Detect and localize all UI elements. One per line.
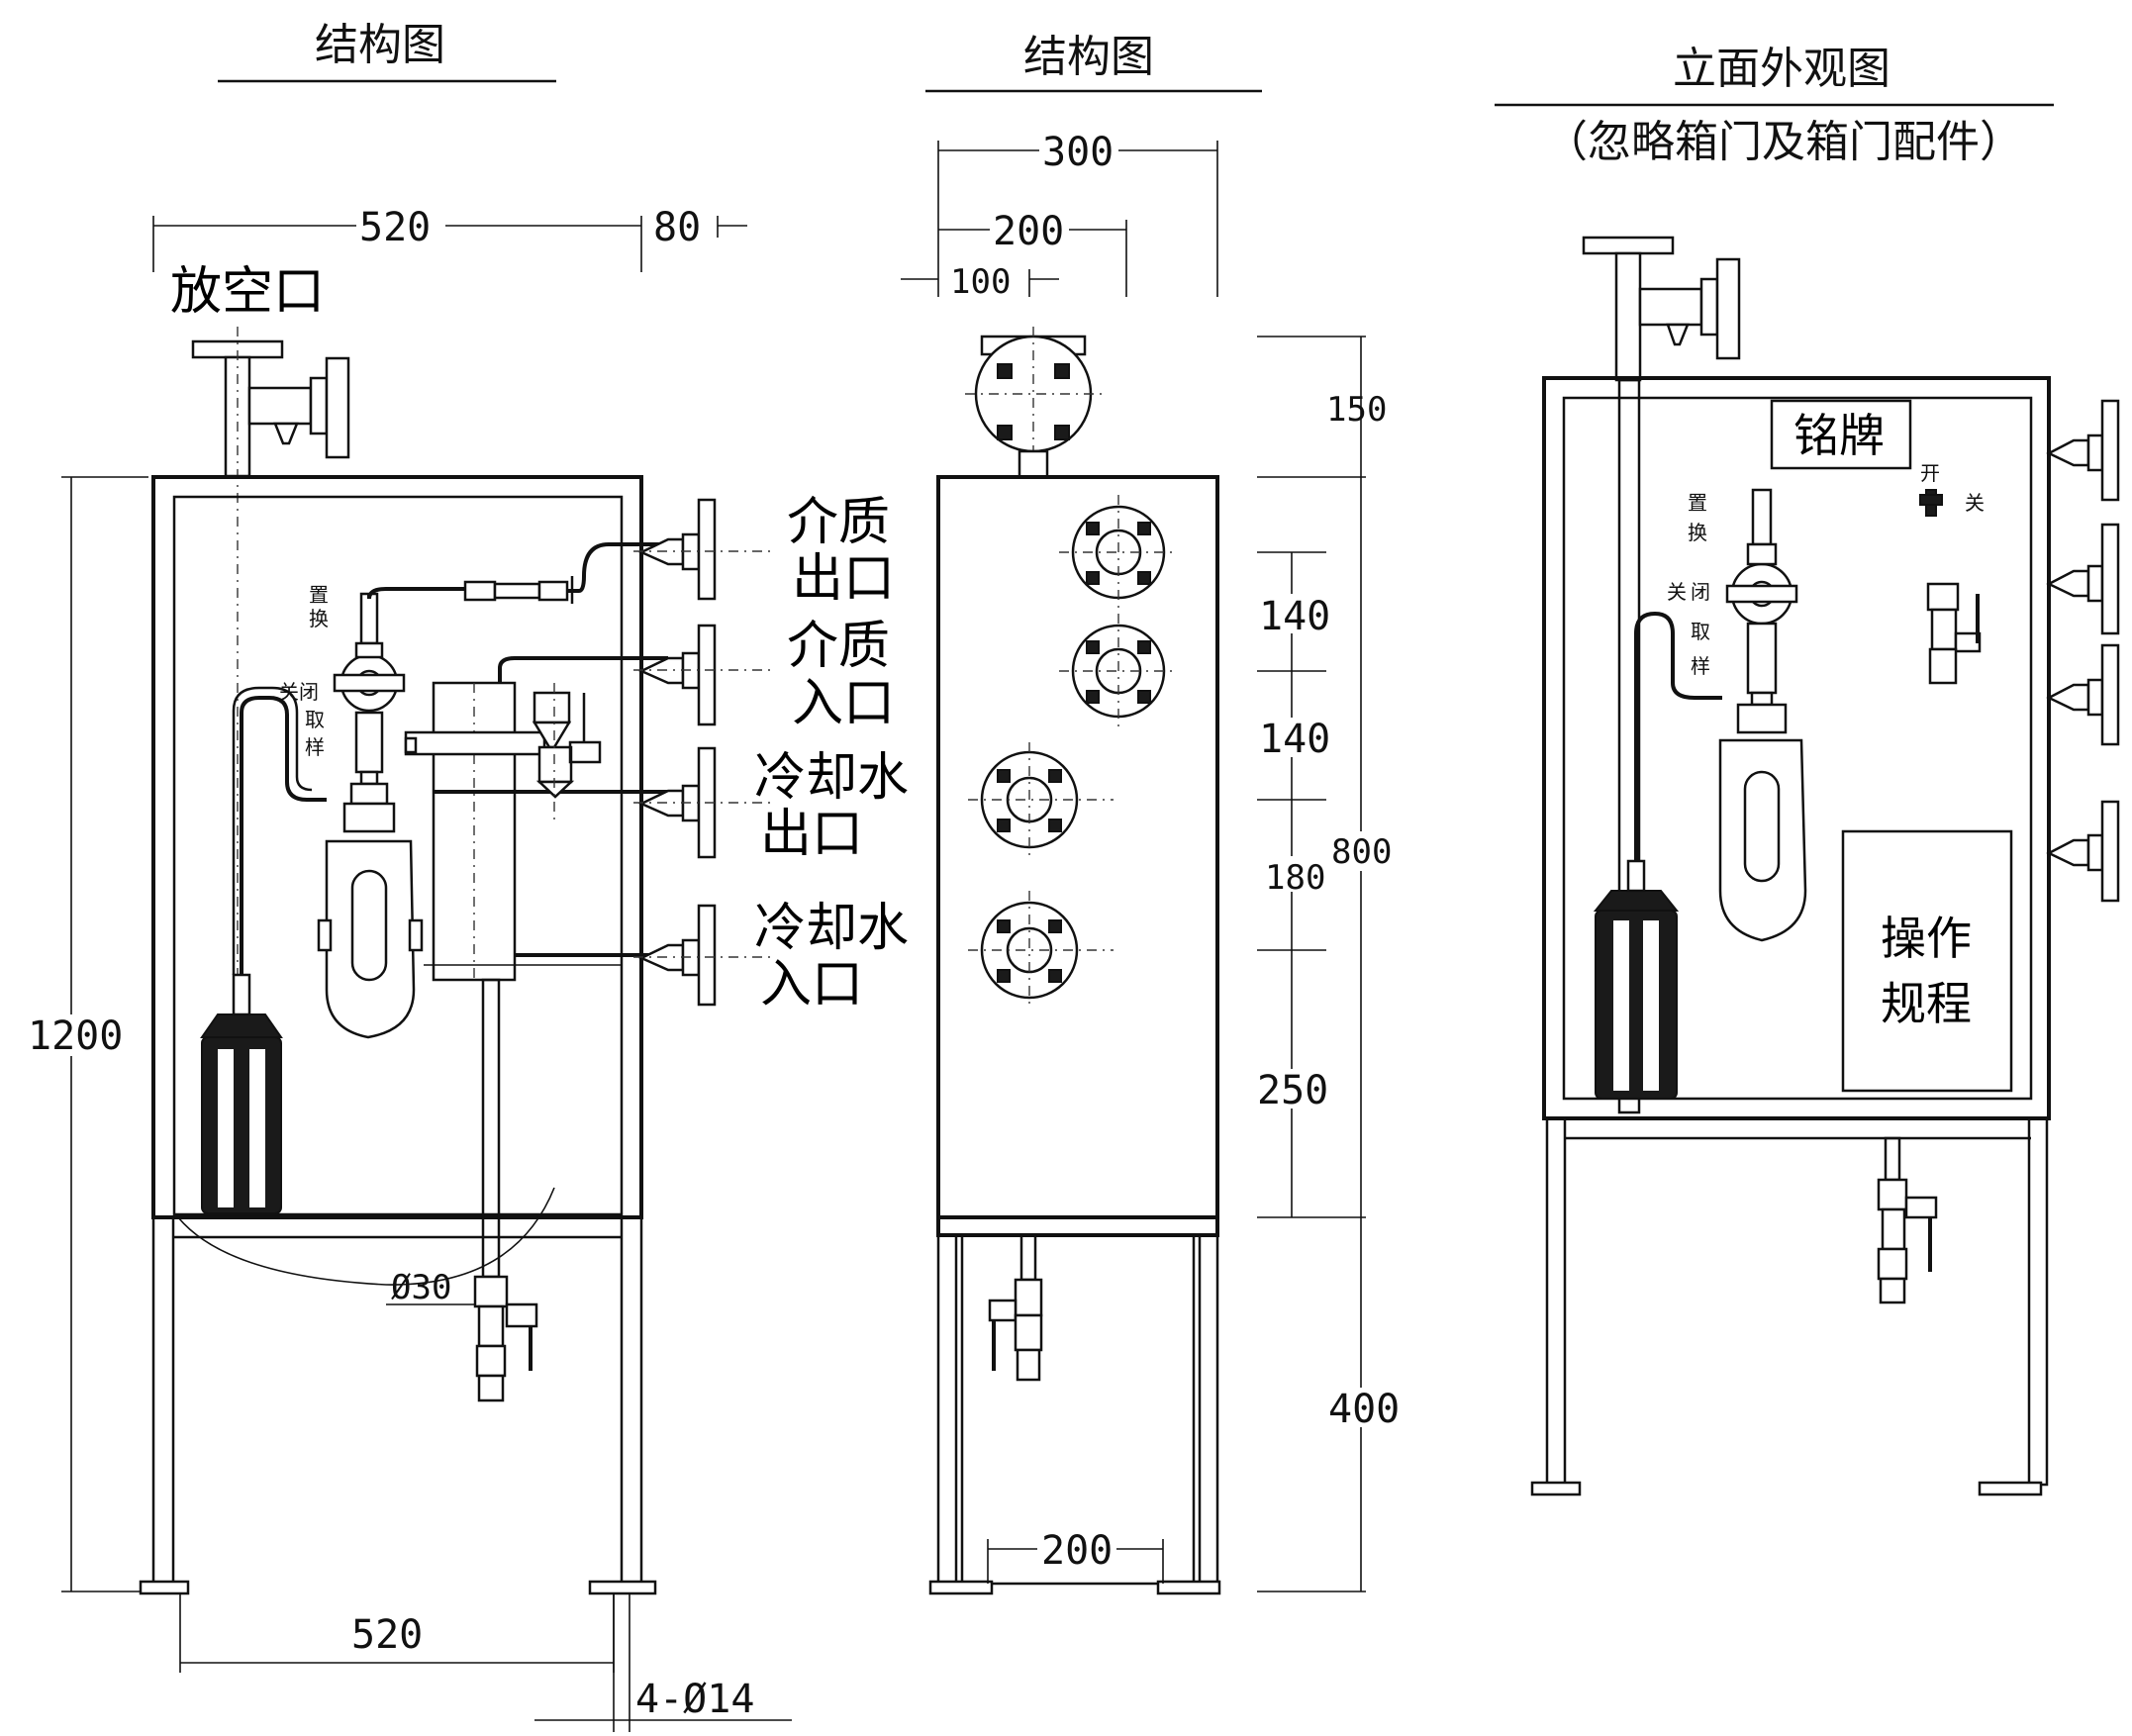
- left-port-labels: 介质 出口 介质 入口 冷却水 出口 冷却水 入口: [754, 493, 909, 1014]
- right-valve-c: 关: [1667, 580, 1687, 604]
- left-nozzle-cool-out: [633, 746, 772, 859]
- dim-left-520-bottom: 520: [351, 1612, 423, 1658]
- middle-title: 结构图: [925, 32, 1262, 93]
- label-medium-out-2: 出口: [792, 549, 895, 609]
- right-valve-d: 闭: [1691, 580, 1710, 604]
- left-nozzle-medium-out: [633, 498, 772, 601]
- dim-left-80: 80: [653, 205, 701, 250]
- procedure-text-2: 规程: [1881, 977, 1972, 1030]
- label-vent: 放空口: [170, 262, 325, 322]
- label-medium-out-1: 介质: [787, 493, 890, 552]
- dim-mid-800: 800: [1331, 832, 1392, 872]
- left-structure-view: 520 80 放空口 1200: [25, 205, 792, 1732]
- dim-mid-180: 180: [1265, 858, 1325, 898]
- label-cool-out-2: 出口: [760, 805, 863, 864]
- middle-structure-view: 300 200 100: [901, 130, 1400, 1595]
- nameplate-box: [1770, 399, 1912, 470]
- dim-mid-140a: 140: [1259, 594, 1330, 639]
- label-cool-out-1: 冷却水: [754, 748, 909, 808]
- dim-pipe-dia: Ø30: [391, 1268, 451, 1307]
- label-medium-in-1: 介质: [787, 617, 890, 676]
- label-cool-in-2: 入口: [760, 955, 863, 1014]
- label-valve-sample-a: 取: [305, 708, 325, 731]
- right-title: 立面外观图 （忽略箱门及箱门配件）: [1495, 44, 2054, 167]
- right-title-text: 立面外观图: [1673, 44, 1890, 94]
- left-nozzle-medium-in: [633, 624, 772, 726]
- left-title-text: 结构图: [315, 20, 445, 70]
- dim-foot-holes: 4-Ø14: [635, 1677, 754, 1722]
- label-valve-replace-b: 换: [309, 607, 329, 630]
- dim-mid-200: 200: [993, 209, 1064, 254]
- dim-left-1200: 1200: [28, 1013, 123, 1059]
- right-title-note: （忽略箱门及箱门配件）: [1544, 117, 2023, 167]
- label-valve-sample-b: 样: [305, 735, 325, 759]
- procedure-box: [1841, 829, 2013, 1093]
- dim-mid-300: 300: [1042, 130, 1114, 175]
- nameplate-text: 铭牌: [1793, 409, 1885, 462]
- dim-mid-base-200: 200: [1041, 1528, 1113, 1574]
- mid-flange-2: [1059, 614, 1178, 732]
- dim-mid-150: 150: [1326, 390, 1387, 430]
- right-valve-e: 取: [1691, 620, 1710, 643]
- right-top-label-a: 开: [1920, 461, 1940, 485]
- label-valve-replace-a: 置: [309, 583, 329, 607]
- dim-mid-140b: 140: [1259, 717, 1330, 762]
- right-valve-a: 置: [1688, 491, 1707, 515]
- right-elevation-view: 铭牌 操作 规程 开 关 置 换 关 闭 取 样: [1530, 236, 2120, 1496]
- dim-mid-400: 400: [1328, 1387, 1400, 1432]
- right-valve-b: 换: [1688, 521, 1707, 544]
- label-valve-close: 关闭: [279, 680, 319, 704]
- dim-mid-100: 100: [950, 262, 1011, 302]
- right-nozzles: [2046, 399, 2120, 903]
- mid-flange-3: [968, 742, 1114, 861]
- right-valve-f: 样: [1691, 654, 1710, 678]
- right-top-label-b: 关: [1965, 491, 1985, 515]
- mid-flange-1: [1059, 495, 1178, 609]
- middle-title-text: 结构图: [1023, 32, 1154, 82]
- mid-flange-4: [968, 891, 1114, 1010]
- dim-left-520-top: 520: [359, 205, 431, 250]
- procedure-text-1: 操作: [1881, 912, 1972, 965]
- label-cool-in-1: 冷却水: [754, 899, 909, 958]
- left-nozzle-cool-in: [633, 904, 772, 1007]
- left-title: 结构图: [218, 20, 556, 83]
- label-medium-in-2: 入口: [792, 674, 895, 733]
- dim-mid-250: 250: [1257, 1068, 1328, 1113]
